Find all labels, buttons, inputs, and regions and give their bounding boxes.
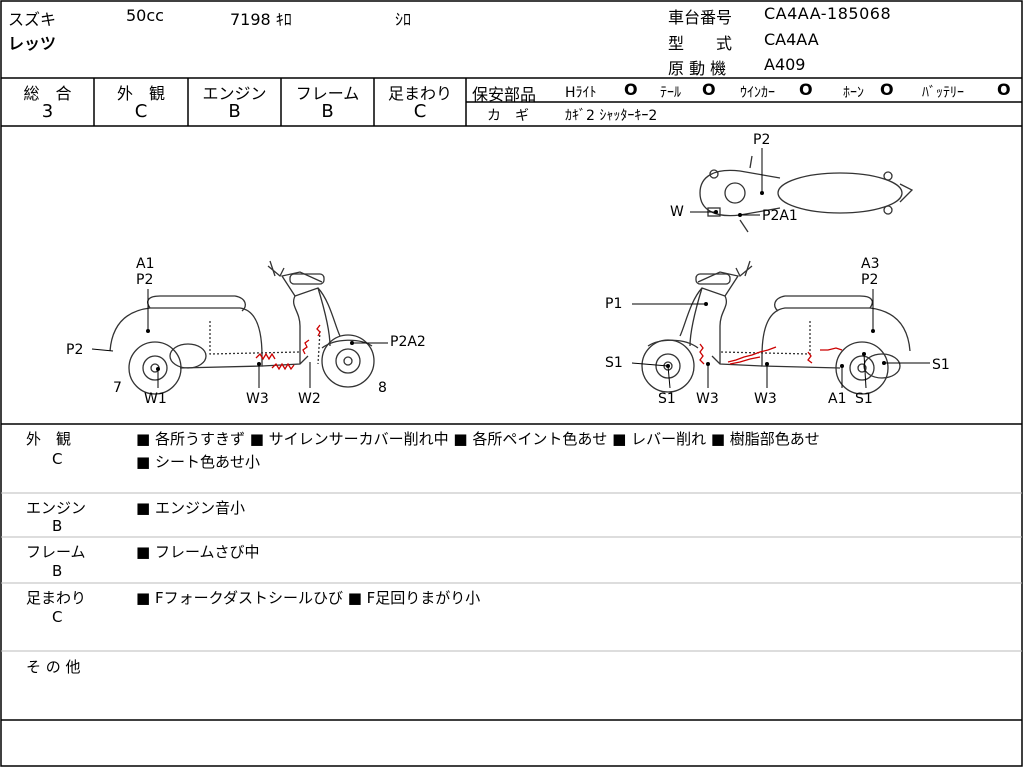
model-name: レッツ <box>8 34 57 53</box>
frame-number-label: 車台番号 <box>668 8 733 27</box>
safety-taillight-mark: O <box>702 80 716 99</box>
remark-other-label: そ の 他 <box>26 658 81 676</box>
model-type-label: 型 式 <box>668 34 733 53</box>
label-p2-top: P2 <box>753 132 771 148</box>
grade-exterior-value: C <box>134 101 148 122</box>
remark-exterior-grade: C <box>52 450 63 468</box>
label-a1-left: A1 <box>136 256 155 272</box>
label-w3-right-a: W3 <box>696 391 719 407</box>
label-p2-left-side: P2 <box>66 342 84 358</box>
safety-winker: ｳｲﾝｶｰ <box>740 85 775 101</box>
body-color: ｼﾛ <box>395 10 412 29</box>
grade-frame-label: フレーム <box>295 84 360 103</box>
grade-exterior-label: 外 観 <box>116 84 165 103</box>
label-p2-right: P2 <box>861 272 879 288</box>
top-view <box>699 155 914 233</box>
label-7: 7 <box>113 380 122 396</box>
remark-frame-label: フレーム <box>26 543 86 561</box>
label-a1-right: A1 <box>828 391 847 407</box>
safety-parts-label: 保安部品 <box>472 85 537 104</box>
remark-suspension-grade: C <box>52 608 63 626</box>
mileage: 7198 ｷﾛ <box>230 10 292 29</box>
grade-suspension-label: 足まわり <box>387 84 452 103</box>
left-damage-marks <box>255 324 321 371</box>
key-text: ｶｷﾞ2 ｼｬｯﾀｰｷｰ2 <box>565 108 658 124</box>
model-type: CA4AA <box>764 30 819 49</box>
label-w-top: W <box>670 204 684 220</box>
label-8: 8 <box>378 380 387 396</box>
label-s1-front-wheel: S1 <box>658 391 676 407</box>
right-damage-marks <box>699 343 843 365</box>
label-p1: P1 <box>605 296 623 312</box>
label-w3-left: W3 <box>246 391 269 407</box>
grade-engine-value: B <box>228 101 241 122</box>
displacement: 50cc <box>126 6 164 25</box>
safety-horn-mark: O <box>880 80 894 99</box>
label-w3-right-b: W3 <box>754 391 777 407</box>
remark-engine-line-1: ■ エンジン音小 <box>136 499 245 517</box>
remark-exterior-line-2: ■ シート色あせ小 <box>136 453 260 471</box>
label-w2: W2 <box>298 391 321 407</box>
grade-engine-label: エンジン <box>202 84 267 103</box>
grade-overall-label: 総 合 <box>23 84 72 103</box>
label-a3: A3 <box>861 256 880 272</box>
safety-headlight-mark: O <box>624 80 638 99</box>
left-side-view <box>109 260 375 395</box>
safety-taillight: ﾃｰﾙ <box>660 85 681 101</box>
remark-engine-grade: B <box>52 517 63 535</box>
engine-model-label: 原 動 機 <box>668 59 727 78</box>
safety-horn: ﾎｰﾝ <box>843 85 864 101</box>
label-p2-left-top: P2 <box>136 272 154 288</box>
grade-overall-value: 3 <box>41 101 54 122</box>
engine-model: A409 <box>764 55 806 74</box>
safety-battery-mark: O <box>997 80 1011 99</box>
maker-name: スズキ <box>8 10 57 29</box>
label-s1-right-right: S1 <box>932 357 950 373</box>
remark-suspension-line-1: ■ Fフォークダストシールひび ■ F足回りまがり小 <box>136 589 481 607</box>
safety-winker-mark: O <box>799 80 813 99</box>
label-w1: W1 <box>144 391 167 407</box>
label-s1-right-left: S1 <box>605 355 623 371</box>
scooter-diagram <box>91 148 930 395</box>
remark-frame-grade: B <box>52 562 63 580</box>
label-s1-rear: S1 <box>855 391 873 407</box>
remark-exterior-label: 外 観 <box>26 430 72 448</box>
remark-engine-label: エンジン <box>26 499 87 517</box>
remark-frame-line-1: ■ フレームさび中 <box>136 543 260 561</box>
label-p2a2: P2A2 <box>390 334 426 350</box>
remark-suspension-label: 足まわり <box>26 589 87 607</box>
key-label: カ ギ <box>487 108 529 124</box>
label-p2a1: P2A1 <box>762 208 798 224</box>
frame-number: CA4AA-185068 <box>764 4 892 23</box>
grade-frame-value: B <box>321 101 334 122</box>
safety-headlight: Hﾗｲﾄ <box>565 85 597 101</box>
grade-suspension-value: C <box>413 101 427 122</box>
remark-exterior-line-1: ■ 各所うすきず ■ サイレンサーカバー削れ中 ■ 各所ペイント色あせ ■ レバ… <box>136 430 820 448</box>
safety-battery: ﾊﾞｯﾃﾘｰ <box>922 85 964 101</box>
